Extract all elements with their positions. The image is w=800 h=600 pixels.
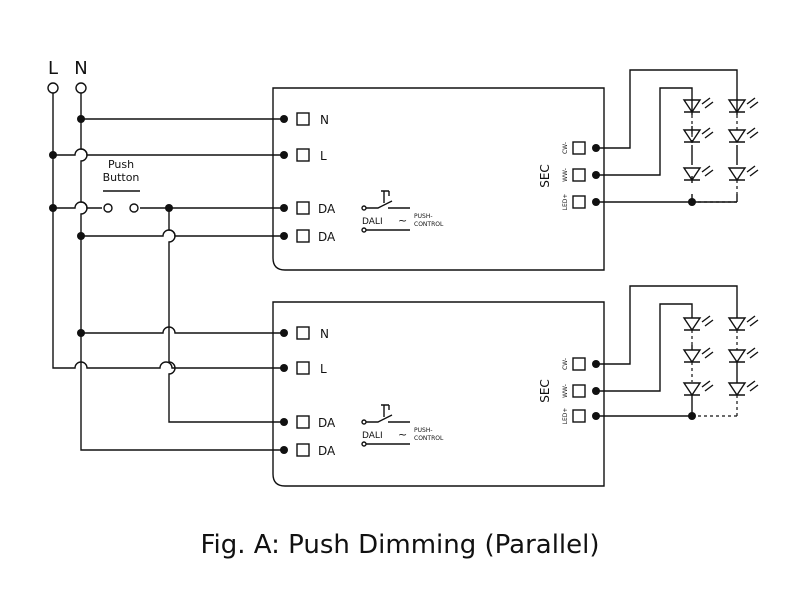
- push-control-label-line1: PUSH-: [414, 427, 433, 434]
- output-label-cw: CW-: [562, 142, 569, 154]
- da1-parallel-link: [168, 208, 284, 423]
- led-icon: [727, 127, 759, 144]
- junction-dot: [165, 204, 173, 212]
- input-label-n: N: [320, 327, 329, 341]
- terminal-dot: [280, 329, 288, 337]
- output-label-led: LED+: [562, 408, 569, 425]
- led-string-ww-1: [682, 97, 714, 202]
- neutral-terminal: [75, 82, 87, 94]
- led-icon: [682, 347, 714, 364]
- junction-dot: [49, 151, 57, 159]
- terminal-box: [296, 229, 310, 243]
- output-label-led: LED+: [562, 194, 569, 211]
- dali-label: DALI: [362, 217, 383, 227]
- terminal-box: [572, 409, 586, 423]
- live-label: L: [48, 58, 58, 79]
- led-icon: [727, 315, 759, 332]
- push-control-label-line2: CONTROL: [414, 221, 444, 228]
- wire-da2-driver1: [81, 229, 284, 237]
- ww-output-wire-1: [596, 87, 693, 176]
- led-icon: [727, 97, 759, 114]
- terminal-box: [296, 443, 310, 457]
- neutral-label: N: [74, 58, 87, 79]
- input-label-da: DA: [318, 416, 336, 430]
- led-icon: [727, 165, 759, 182]
- live-bus-wire: [52, 93, 284, 369]
- terminal-box: [296, 148, 310, 162]
- input-label-n: N: [320, 113, 329, 127]
- sec-label: SEC: [538, 164, 552, 188]
- output-label-ww: WW-: [562, 168, 569, 182]
- push-control-label-line2: CONTROL: [414, 435, 444, 442]
- led-icon: [727, 347, 759, 364]
- push-button-contact-right: [129, 203, 139, 213]
- sec-label: SEC: [538, 379, 552, 403]
- terminal-box: [296, 112, 310, 126]
- output-label-ww: WW-: [562, 384, 569, 398]
- led-icon: [682, 380, 714, 397]
- led-string-cw-2: [727, 315, 759, 416]
- wire-l-driver1: [53, 148, 284, 156]
- output-label-cw: CW-: [562, 358, 569, 370]
- terminal-box: [572, 384, 586, 398]
- terminal-box: [296, 326, 310, 340]
- tilde-symbol: ~: [398, 214, 407, 227]
- terminal-box: [572, 195, 586, 209]
- led-string-ww-2: [682, 315, 714, 416]
- push-button-contact-left: [103, 203, 113, 213]
- neutral-bus-wire: [80, 93, 284, 451]
- led-icon: [727, 380, 759, 397]
- dali-push-symbol: DALI ~ PUSH- CONTROL: [361, 404, 444, 447]
- input-label-l: L: [320, 362, 327, 376]
- led-icon: [682, 127, 714, 144]
- input-label-l: L: [320, 149, 327, 163]
- input-label-da: DA: [318, 202, 336, 216]
- wire-da1-driver1: [53, 201, 102, 209]
- push-button-label-line1: Push: [108, 158, 134, 171]
- driver-2-housing: [272, 301, 605, 487]
- terminal-dot: [280, 115, 288, 123]
- input-label-da: DA: [318, 444, 336, 458]
- junction-dot: [77, 115, 85, 123]
- terminal-box: [572, 141, 586, 155]
- terminal-box: [572, 168, 586, 182]
- driver-2: N L DA DA DALI ~ PUSH- CONTROL SEC CW- W…: [272, 301, 605, 487]
- cw-output-wire-1: [596, 69, 738, 149]
- driver-1-housing: [272, 87, 605, 271]
- led-icon: [682, 97, 714, 114]
- driver-1: N L DA DA DALI ~ PUSH- CONTROL SEC CW- W…: [272, 87, 605, 271]
- wire-n-driver2: [81, 326, 284, 334]
- cw-output-wire-2: [596, 285, 738, 365]
- push-button-label-line2: Button: [103, 171, 140, 184]
- input-label-da: DA: [318, 230, 336, 244]
- junction-dot: [77, 329, 85, 337]
- terminal-box: [296, 361, 310, 375]
- ww-output-wire-2: [596, 303, 693, 392]
- dali-label: DALI: [362, 431, 383, 441]
- push-control-label-line1: PUSH-: [414, 213, 433, 220]
- terminal-dot: [280, 204, 288, 212]
- terminal-dot: [280, 151, 288, 159]
- led-icon: [682, 315, 714, 332]
- junction-dot: [77, 232, 85, 240]
- terminal-dot: [280, 418, 288, 426]
- terminal-dot: [280, 446, 288, 454]
- terminal-dot: [280, 232, 288, 240]
- figure-caption: Fig. A: Push Dimming (Parallel): [200, 530, 600, 560]
- junction-dot: [49, 204, 57, 212]
- terminal-box: [296, 415, 310, 429]
- tilde-symbol: ~: [398, 428, 407, 441]
- terminal-box: [572, 357, 586, 371]
- dali-push-symbol: DALI ~ PUSH- CONTROL: [361, 190, 444, 233]
- terminal-dot: [280, 364, 288, 372]
- led-icon: [682, 165, 714, 182]
- terminal-box: [296, 201, 310, 215]
- led-string-cw-1: [727, 97, 759, 202]
- live-terminal: [47, 82, 59, 94]
